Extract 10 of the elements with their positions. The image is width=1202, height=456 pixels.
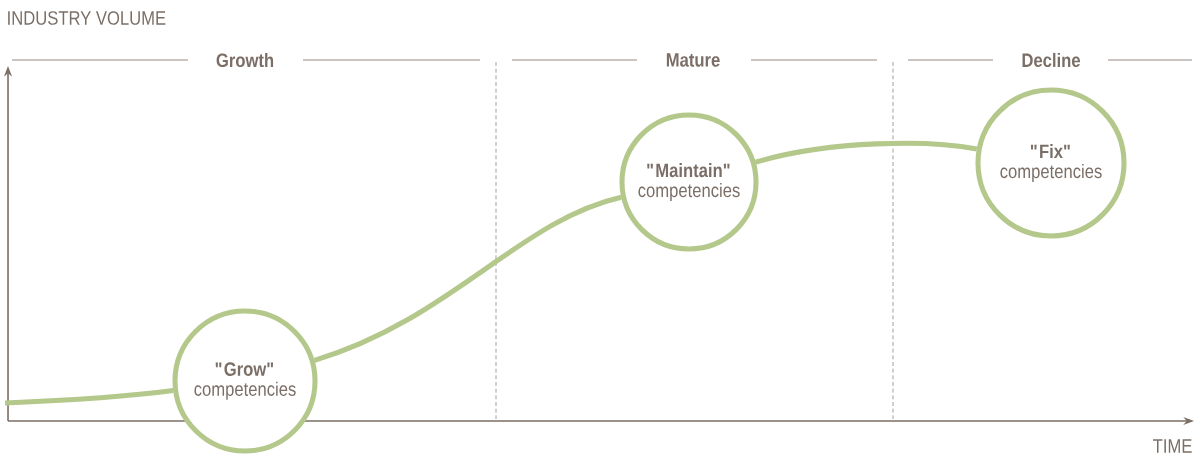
phase-heading: Mature [666,53,720,67]
node-label: "Grow" [215,362,274,376]
growth-curve [755,140,978,165]
phase-heading: Decline [1022,52,1080,68]
axis-label: TIME [1153,439,1192,453]
growth-curve [4,388,174,406]
node-label: competencies [194,381,296,400]
growth-curve [313,194,622,363]
phase-heading: Growth [216,52,274,68]
axis-label: INDUSTRY VOLUME [8,11,166,25]
